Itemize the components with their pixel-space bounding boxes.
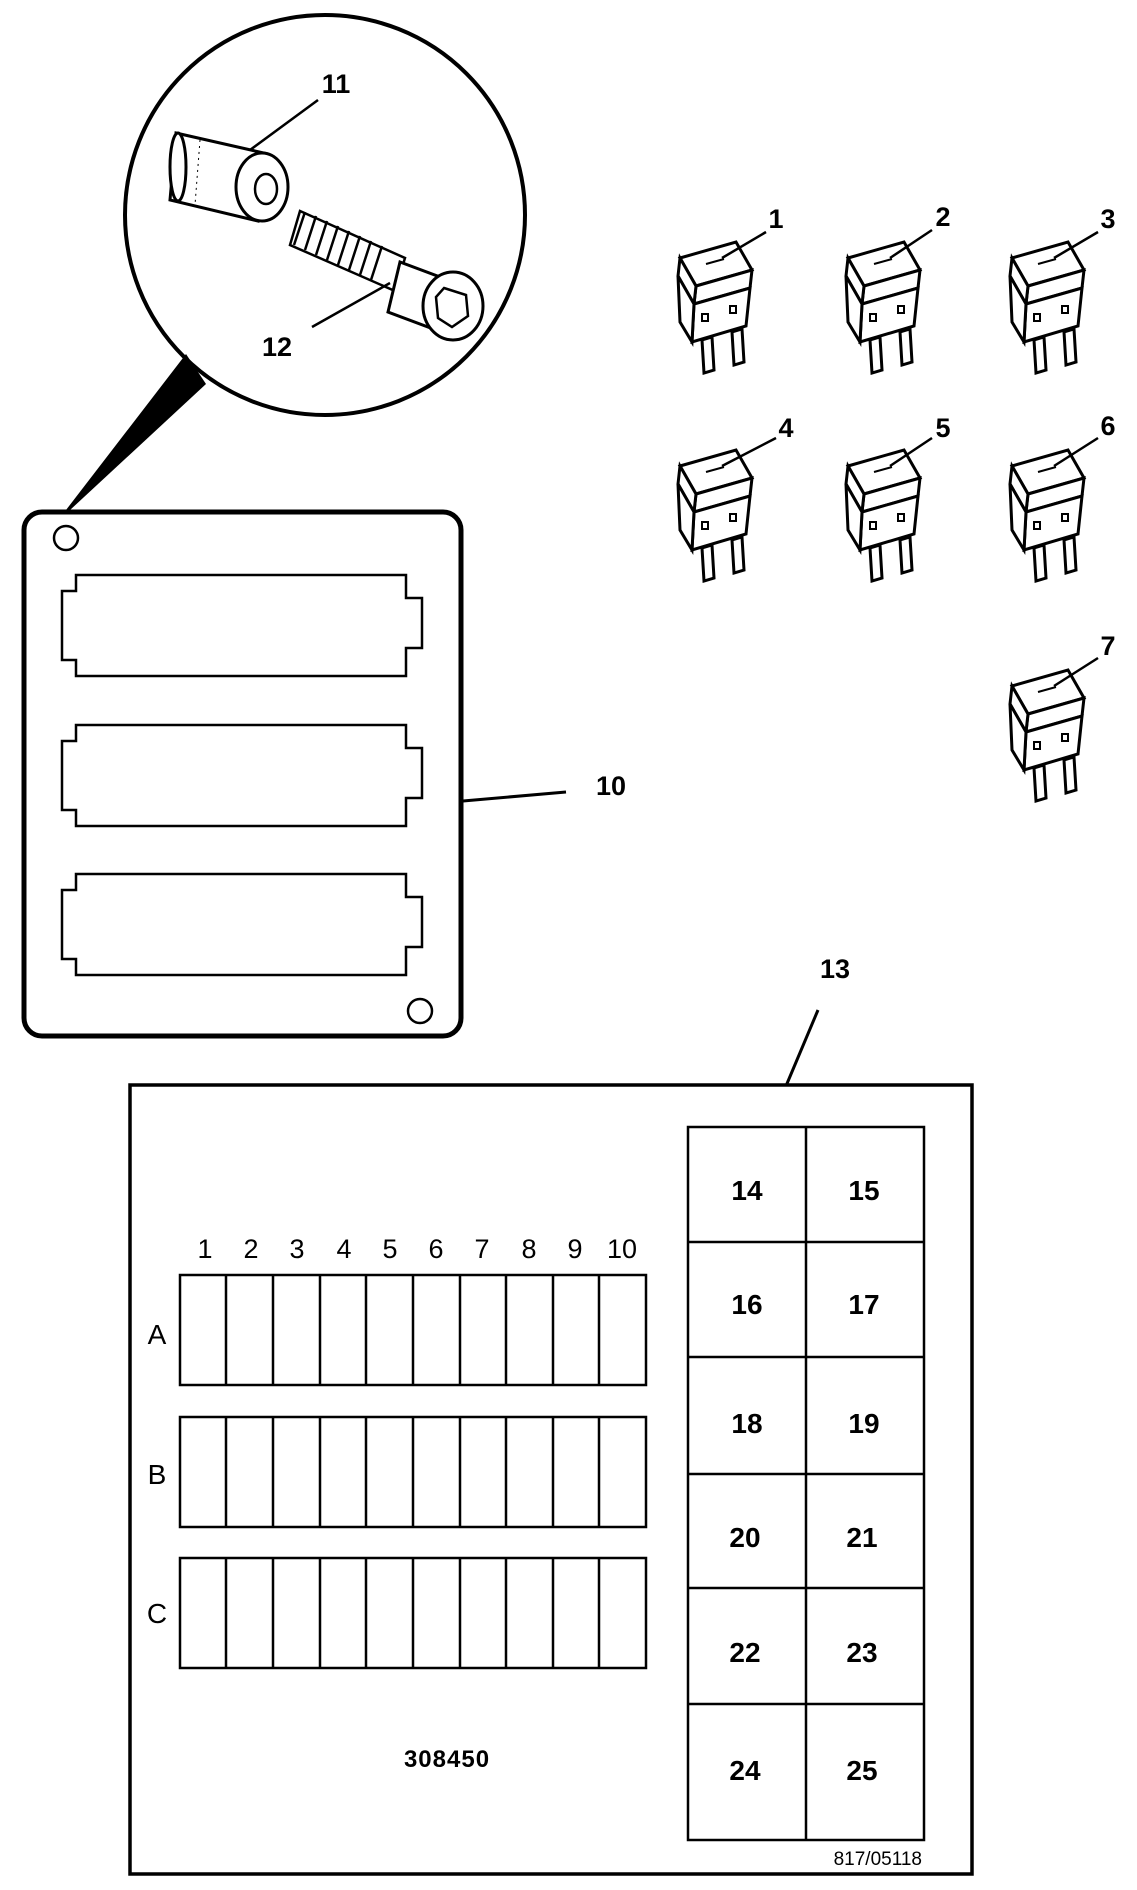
relay-cell-14: 14	[731, 1175, 763, 1206]
fuse-2: 2	[844, 202, 951, 375]
relay-cell-22: 22	[729, 1637, 760, 1668]
relay-cell-15: 15	[848, 1175, 879, 1206]
row-label-c: C	[147, 1598, 167, 1629]
row-label-b: B	[148, 1459, 167, 1490]
fuse-row-a	[178, 1273, 648, 1387]
callout-2: 2	[935, 202, 950, 232]
relay-cell-21: 21	[846, 1522, 877, 1553]
column-header: 1	[197, 1234, 212, 1264]
relay-cell-23: 23	[846, 1637, 877, 1668]
column-header: 3	[289, 1234, 304, 1264]
callout-4: 4	[778, 413, 793, 443]
callout-3: 3	[1100, 204, 1115, 234]
callout-7: 7	[1100, 631, 1115, 661]
column-header: 6	[428, 1234, 443, 1264]
column-header: 10	[607, 1234, 637, 1264]
relay-cell-19: 19	[848, 1408, 879, 1439]
fuse-3: 3	[1008, 204, 1116, 375]
detail-magnifier	[56, 13, 527, 523]
fuse-6: 6	[1008, 411, 1116, 583]
spacer-part	[168, 131, 290, 223]
column-header: 9	[567, 1234, 582, 1264]
callout-5: 5	[935, 413, 950, 443]
relay-cell-18: 18	[731, 1408, 762, 1439]
relay-grid	[686, 1125, 926, 1842]
fuse-box-label	[128, 1083, 974, 1876]
fuse-7: 7	[1008, 631, 1116, 803]
callout-11: 11	[322, 69, 351, 99]
callout-12: 12	[262, 332, 292, 362]
fuse-row-c	[178, 1556, 648, 1670]
relay-labels: 14 15 16 17 18 19 20 21 22 23 24 25	[729, 1175, 879, 1786]
screw-part	[288, 209, 485, 342]
relay-cell-20: 20	[729, 1522, 760, 1553]
drawing-reference: 817/05118	[834, 1849, 922, 1870]
relay-cell-17: 17	[848, 1289, 879, 1320]
column-header: 4	[336, 1234, 351, 1264]
column-header: 8	[521, 1234, 536, 1264]
row-label-a: A	[148, 1319, 167, 1350]
fuse-4: 4	[676, 413, 794, 583]
fuse-holder-panel	[21, 509, 464, 1039]
panel-code: 308450	[404, 1746, 490, 1773]
callout-13: 13	[820, 954, 850, 984]
column-header: 7	[474, 1234, 489, 1264]
column-headers: 1 2 3 4 5 6 7 8 9 10	[197, 1234, 637, 1264]
relay-cell-24: 24	[729, 1755, 761, 1786]
callout-10: 10	[596, 771, 626, 801]
column-header: 2	[243, 1234, 258, 1264]
relay-cell-25: 25	[846, 1755, 877, 1786]
column-header: 5	[382, 1234, 397, 1264]
fuse-5: 5	[844, 413, 951, 583]
fuse-1: 1	[676, 204, 784, 375]
relay-cell-16: 16	[731, 1289, 762, 1320]
fuse-row-b	[178, 1415, 648, 1529]
callout-6: 6	[1100, 411, 1115, 441]
callout-1: 1	[768, 204, 783, 234]
